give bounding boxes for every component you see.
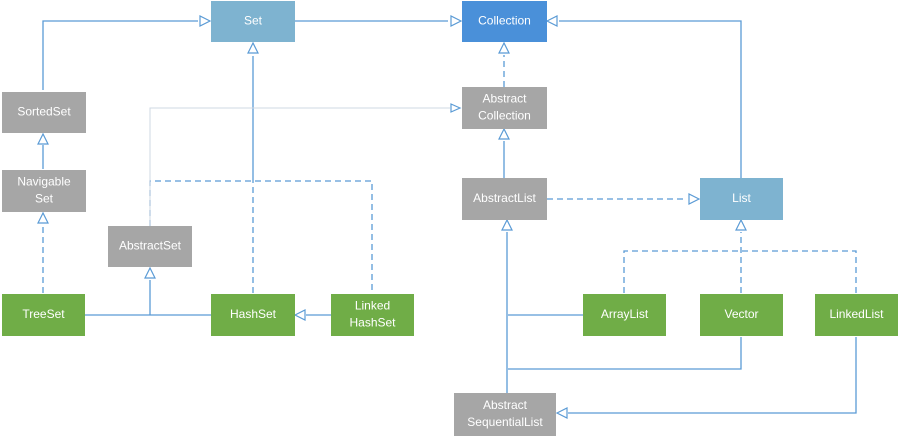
- arrowhead-icon: [501, 218, 513, 231]
- node-box: [2, 294, 85, 336]
- node-box: [211, 1, 295, 42]
- node-label-line: SequentialList: [467, 415, 543, 429]
- node-box: [211, 294, 295, 336]
- arrowhead-icon: [735, 218, 747, 231]
- node-label: List: [732, 191, 751, 205]
- node-label: Vector: [724, 307, 758, 321]
- node-label: AbstractSet: [119, 239, 182, 253]
- node-box: [462, 87, 547, 129]
- arrowhead-icon: [293, 309, 306, 321]
- node-label-line: Set: [35, 192, 54, 206]
- node-set[interactable]: Set: [211, 1, 295, 42]
- node-box: [454, 393, 556, 436]
- node-label-line: Linked: [355, 299, 390, 313]
- edge-list-to-collection: [559, 20, 742, 178]
- node-list[interactable]: List: [700, 178, 783, 220]
- arrowhead-icon: [450, 15, 463, 27]
- arrowhead-icon: [37, 211, 49, 224]
- node-label-line: SortedSet: [17, 105, 71, 119]
- node-label-line: HashSet: [230, 307, 277, 321]
- node-label: Collection: [478, 14, 531, 28]
- node-box: [462, 1, 547, 42]
- node-box: [700, 178, 783, 220]
- node-label-line: Vector: [724, 307, 758, 321]
- node-label-line: LinkedList: [829, 307, 884, 321]
- node-box: [2, 170, 86, 212]
- arrowhead-icon: [688, 193, 701, 205]
- arrowhead-icon: [545, 15, 558, 27]
- node-box: [2, 92, 86, 133]
- node-label-line: Collection: [478, 14, 531, 28]
- node-box: [462, 178, 547, 220]
- node-abstractset[interactable]: AbstractSet: [108, 226, 192, 267]
- node-box: [700, 294, 783, 336]
- node-sortedset[interactable]: SortedSet: [2, 92, 86, 133]
- node-label-line: TreeSet: [22, 307, 65, 321]
- node-label-line: List: [732, 191, 751, 205]
- node-label: ArrayList: [601, 307, 649, 321]
- node-label-line: HashSet: [349, 316, 396, 330]
- arrowhead-icon: [498, 127, 510, 140]
- node-label: HashSet: [230, 307, 277, 321]
- node-label-line: Collection: [478, 109, 531, 123]
- edge-sortedset-to-set: [42, 20, 198, 90]
- node-label: LinkedList: [829, 307, 884, 321]
- node-label: AbstractList: [473, 191, 536, 205]
- arrowhead-icon: [199, 15, 212, 27]
- arrowhead-icon: [247, 41, 259, 54]
- arrowhead-icon: [37, 132, 49, 145]
- node-box: [815, 294, 898, 336]
- edge-lists-to-list: [623, 250, 857, 293]
- node-box: [583, 294, 666, 336]
- edge-linkedlist-to-abstractsequentiallist: [568, 337, 857, 414]
- node-label: TreeSet: [22, 307, 65, 321]
- node-treeset[interactable]: TreeSet: [2, 294, 85, 336]
- edge-abstractset-to-abstractcollection: [149, 107, 450, 226]
- node-label-line: Abstract: [483, 398, 528, 412]
- node-label-line: AbstractSet: [119, 239, 182, 253]
- node-box: [108, 226, 192, 267]
- node-label-line: Navigable: [17, 175, 71, 189]
- edge-vector-to-abstractlist: [508, 337, 742, 370]
- node-abstractlist[interactable]: AbstractList: [462, 178, 547, 220]
- arrowhead-icon: [555, 407, 568, 419]
- node-label-line: Abstract: [482, 92, 527, 106]
- node-label-line: ArrayList: [601, 307, 649, 321]
- node-label: SortedSet: [17, 105, 71, 119]
- arrowhead-icon: [498, 41, 510, 54]
- node-hashset[interactable]: HashSet: [211, 294, 295, 336]
- arrowhead-icon: [450, 103, 462, 113]
- node-vector[interactable]: Vector: [700, 294, 783, 336]
- node-label-line: Set: [244, 14, 263, 28]
- node-collection[interactable]: Collection: [462, 1, 547, 42]
- node-arraylist[interactable]: ArrayList: [583, 294, 666, 336]
- node-label: Set: [244, 14, 263, 28]
- arrowhead-icon: [144, 266, 156, 279]
- node-box: [331, 294, 414, 336]
- node-label-line: AbstractList: [473, 191, 536, 205]
- node-linkedlist[interactable]: LinkedList: [815, 294, 898, 336]
